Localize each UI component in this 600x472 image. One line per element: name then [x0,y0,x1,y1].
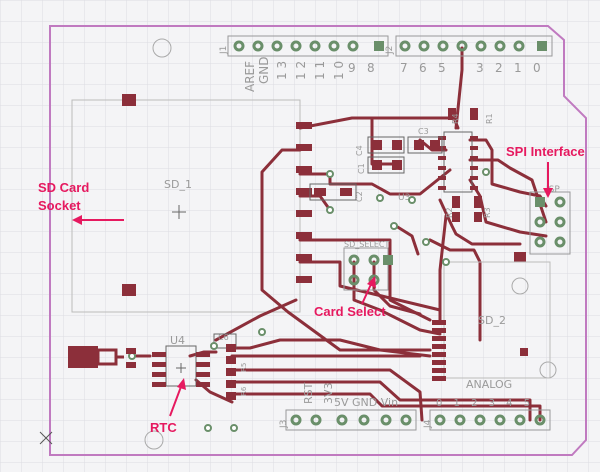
callout-rtc-label: RTC [150,420,177,435]
c6-label: C6 [218,333,229,342]
r6-label: R6 [240,386,248,396]
callout-card-select-label: Card Select [314,304,386,319]
r2-label: R2 [445,207,454,218]
c4-label: C4 [355,145,364,156]
sd2-label: SD_2 [478,314,506,327]
callout-rtc: RTC [150,378,186,435]
callout-sd-card-socket: SD Card Socket [38,180,124,225]
j3-label: J3 [279,420,289,429]
pin1-label: 1 [514,61,522,75]
copper-traces [130,46,548,422]
j2-label: J2 [385,46,395,55]
pin8-label: 8 [367,61,375,75]
pin11-label: 1 1 [313,61,327,80]
sd-socket-fingers [296,122,312,283]
pin5-label: 5 [438,61,446,75]
pin3-label: 3 [476,61,484,75]
pin0-label: 0 [533,61,541,75]
j4-label: J4 [423,419,433,429]
pin7-label: 7 [400,61,408,75]
isp-header: ISP [529,185,571,255]
c2-label: C2 [355,191,364,202]
pin12-label: 1 2 [294,61,308,80]
mounting-holes [144,38,557,450]
callout-card-select: Card Select [314,276,386,319]
pin13-label: 1 3 [275,61,289,80]
j1-header: J1 [219,35,389,57]
sd-card-socket: SD_1 [71,94,301,313]
r5-label: R5 [240,363,248,372]
callout-sd-card-line1: SD Card [38,180,89,195]
origin-mark [39,431,53,445]
pin6-label: 6 [419,61,427,75]
r3-label: R3 [483,207,492,218]
rst-label: RST [302,382,315,404]
capacitors [213,136,443,349]
j4-header: J4 ANALOG 0 1 2 3 4 5 [423,378,551,431]
j3-header: J3 RST 3V3 5V GND Vin [279,382,417,431]
j1-label: J1 [219,46,229,55]
c1-label: C1 [357,163,366,174]
r1-label: R1 [485,113,494,124]
callout-spi: SPI Interface [506,144,585,159]
j2-header: J2 [385,35,553,57]
sd1-label: SD_1 [164,178,192,191]
analog-label: ANALOG [466,378,512,391]
3v3-label: 3V3 [322,382,335,404]
j1-pin-labels: AREF GND 1 3 1 2 1 1 1 0 9 8 [243,56,375,92]
micro-sd-socket: SD_2 [432,261,551,381]
pin10-label: 1 0 [332,61,346,80]
u4-rtc: U4 [152,334,210,387]
u3-label: U3 [398,193,410,203]
callout-sd-card-line2: Socket [38,198,81,213]
pin2-label: 2 [495,61,503,75]
crystal [68,346,136,368]
isp-label: ISP [546,185,560,195]
r4-label: R4 [451,113,460,124]
callout-spi-interface: SPI Interface [506,144,585,198]
board-outline [49,25,587,456]
pin9-label: 9 [348,61,356,75]
vias [128,168,490,432]
j2-pin-labels: 7 6 5 3 2 1 0 [400,61,541,75]
u4-label: U4 [170,334,185,347]
analog-pin-numbers: 0 1 2 3 4 5 [436,398,534,409]
aref-label: AREF [243,61,257,92]
sd-select-label: SD_SELECT [344,240,389,249]
power-pins-label: 5V GND Vin [334,396,398,409]
c3-label: C3 [418,127,429,136]
gnd-label: GND [257,56,271,84]
u4-passives [226,344,236,400]
smd-pads [314,108,528,356]
